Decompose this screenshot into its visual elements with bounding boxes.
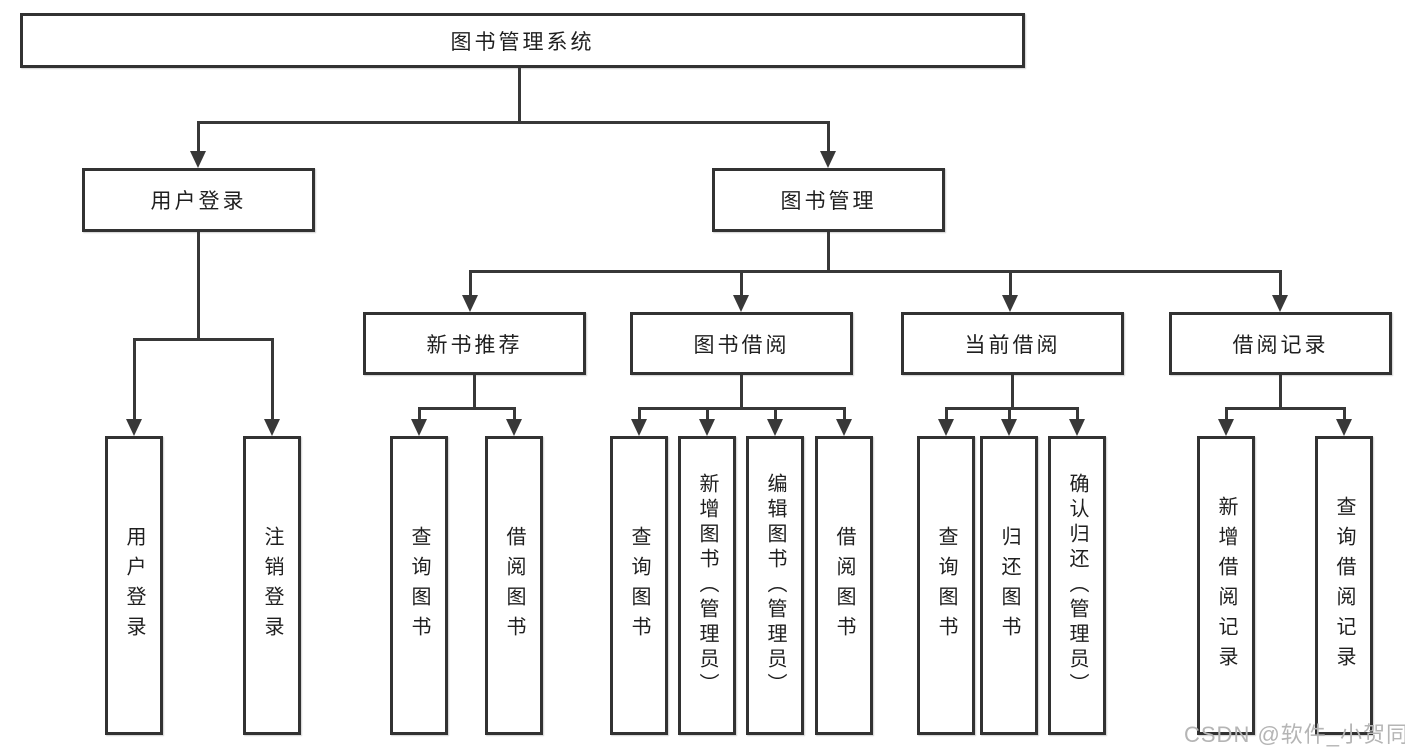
- leaf-user-login: 用户登录: [105, 436, 163, 735]
- arrow-down-icon: [733, 295, 749, 312]
- node-book-borrow: 图书借阅: [630, 312, 853, 375]
- arrow-down-icon: [1336, 419, 1352, 436]
- arrow-down-icon: [1002, 295, 1018, 312]
- connector-line: [518, 68, 521, 121]
- connector-line: [740, 270, 743, 296]
- connector-line: [827, 232, 830, 273]
- arrow-down-icon: [1069, 419, 1085, 436]
- connector-line: [945, 407, 948, 420]
- leaf-return-books: 归还图书: [980, 436, 1038, 735]
- arrow-down-icon: [1001, 419, 1017, 436]
- leaf-confirm-return-admin: 确认归还（管理员）: [1048, 436, 1106, 735]
- connector-line: [638, 407, 846, 410]
- arrow-down-icon: [462, 295, 478, 312]
- leaf-query-borrow-record: 查询借阅记录: [1315, 436, 1373, 735]
- node-book-borrow-label: 图书借阅: [693, 333, 790, 357]
- node-book-management-label: 图书管理: [780, 190, 877, 213]
- connector-line: [740, 375, 743, 410]
- node-current-borrow: 当前借阅: [901, 312, 1124, 375]
- connector-line: [843, 407, 846, 420]
- leaf-edit-books-admin: 编辑图书（管理员）: [746, 436, 804, 735]
- leaf-user-login-label: 用户登录: [123, 525, 145, 646]
- connector-line: [827, 121, 830, 152]
- connector-line: [197, 121, 830, 124]
- arrow-down-icon: [699, 419, 715, 436]
- connector-line: [513, 407, 516, 420]
- leaf-query-books: 查询图书: [390, 436, 448, 735]
- leaf-borrow-books-label: 借阅图书: [503, 525, 525, 646]
- connector-line: [473, 375, 476, 410]
- arrow-down-icon: [938, 419, 954, 436]
- connector-line: [1008, 407, 1011, 420]
- node-user-login-label: 用户登录: [150, 190, 247, 213]
- node-borrow-records: 借阅记录: [1169, 312, 1392, 375]
- node-new-book-recommend: 新书推荐: [363, 312, 586, 375]
- arrow-down-icon: [190, 151, 206, 168]
- connector-line: [1225, 407, 1228, 420]
- connector-line: [469, 270, 472, 296]
- arrow-down-icon: [506, 419, 522, 436]
- leaf-query-books-label: 查询图书: [628, 525, 650, 646]
- connector-line: [418, 407, 516, 410]
- connector-line: [1279, 375, 1282, 410]
- arrow-down-icon: [126, 419, 142, 436]
- connector-line: [469, 270, 1282, 273]
- node-borrow-records-label: 借阅记录: [1232, 333, 1329, 357]
- leaf-confirm-return-admin-label: 确认归还（管理员）: [1066, 473, 1088, 698]
- node-book-management: 图书管理: [712, 168, 945, 232]
- arrow-down-icon: [820, 151, 836, 168]
- connector-line: [706, 407, 709, 420]
- leaf-add-books-admin: 新增图书（管理员）: [678, 436, 736, 735]
- connector-line: [133, 338, 273, 341]
- arrow-down-icon: [767, 419, 783, 436]
- leaf-add-borrow-record: 新增借阅记录: [1197, 436, 1255, 735]
- arrow-down-icon: [1218, 419, 1234, 436]
- connector-line: [197, 232, 200, 341]
- arrow-down-icon: [411, 419, 427, 436]
- csdn-watermark: CSDN @软件_小贺同学: [1184, 722, 1405, 747]
- leaf-logout-login: 注销登录: [243, 436, 301, 735]
- connector-line: [1343, 407, 1346, 420]
- connector-line: [1009, 270, 1012, 296]
- connector-line: [638, 407, 641, 420]
- leaf-borrow-books: 借阅图书: [815, 436, 873, 735]
- arrow-down-icon: [836, 419, 852, 436]
- leaf-borrow-books: 借阅图书: [485, 436, 543, 735]
- leaf-return-books-label: 归还图书: [998, 525, 1020, 646]
- leaf-add-borrow-record-label: 新增借阅记录: [1215, 495, 1237, 676]
- leaf-borrow-books-label: 借阅图书: [833, 525, 855, 646]
- leaf-add-books-admin-label: 新增图书（管理员）: [696, 473, 718, 698]
- leaf-query-borrow-record-label: 查询借阅记录: [1333, 495, 1355, 676]
- connector-line: [197, 121, 200, 152]
- connector-line: [418, 407, 421, 420]
- arrow-down-icon: [264, 419, 280, 436]
- connector-line: [1011, 375, 1014, 410]
- arrow-down-icon: [631, 419, 647, 436]
- node-new-book-recommend-label: 新书推荐: [426, 333, 523, 357]
- leaf-query-books-label: 查询图书: [408, 525, 430, 646]
- connector-line: [1225, 407, 1346, 410]
- node-user-login: 用户登录: [82, 168, 315, 232]
- node-current-borrow-label: 当前借阅: [964, 333, 1061, 357]
- connector-line: [945, 407, 1079, 410]
- leaf-edit-books-admin-label: 编辑图书（管理员）: [764, 473, 786, 698]
- connector-line: [1076, 407, 1079, 420]
- connector-line: [1279, 270, 1282, 296]
- leaf-query-books: 查询图书: [917, 436, 975, 735]
- leaf-query-books: 查询图书: [610, 436, 668, 735]
- node-root-label: 图书管理系统: [450, 30, 595, 54]
- arrow-down-icon: [1272, 295, 1288, 312]
- node-root: 图书管理系统: [20, 13, 1025, 68]
- connector-line: [774, 407, 777, 420]
- leaf-logout-login-label: 注销登录: [261, 525, 283, 646]
- connector-line: [133, 338, 136, 420]
- connector-line: [271, 338, 274, 420]
- leaf-query-books-label: 查询图书: [935, 525, 957, 646]
